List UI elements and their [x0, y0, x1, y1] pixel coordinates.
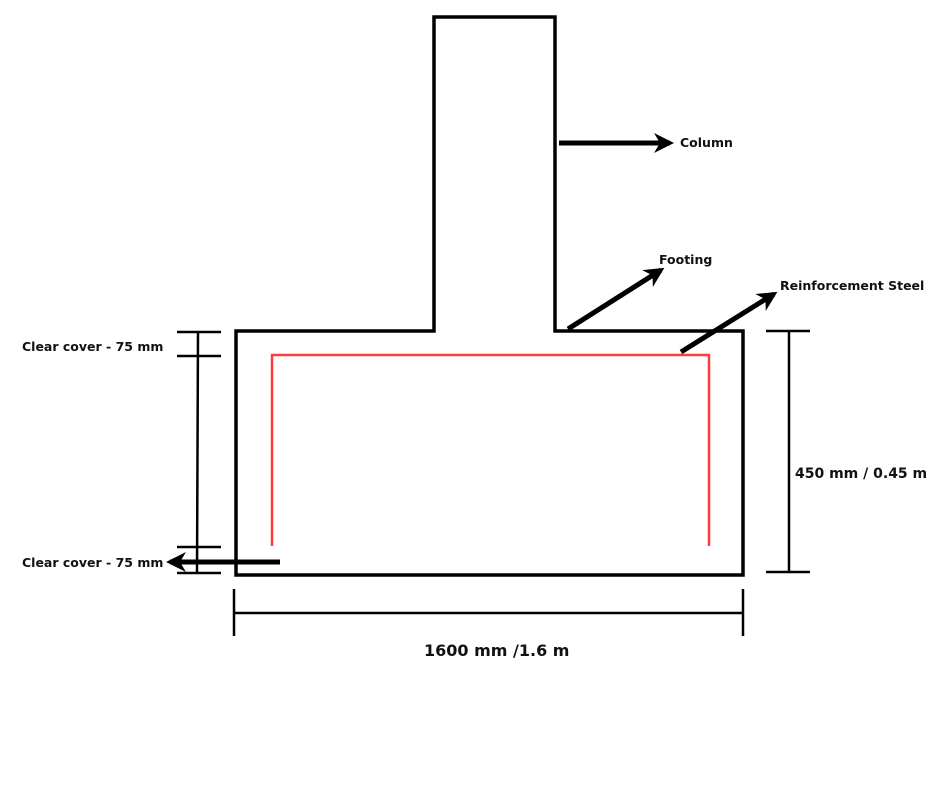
- column-label: Column: [680, 135, 733, 150]
- clear-cover-bottom-label: Clear cover - 75 mm: [22, 555, 163, 570]
- depth-dimension: [766, 329, 810, 574]
- footing-arrow: [566, 267, 665, 332]
- width-dimension: [232, 589, 745, 636]
- column-footing-outline: [234, 15, 745, 577]
- reinforcement-label: Reinforcement Steel: [780, 278, 924, 293]
- clear-cover-top-label: Clear cover - 75 mm: [22, 339, 163, 354]
- depth-label: 450 mm / 0.45 m: [795, 466, 927, 482]
- width-label: 1600 mm /1.6 m: [424, 641, 569, 660]
- clear-cover-dimension: [177, 330, 221, 575]
- reinforcement-arrow: [679, 291, 778, 355]
- footing-label: Footing: [659, 252, 712, 267]
- reinforcement-steel-bar: [270, 353, 711, 546]
